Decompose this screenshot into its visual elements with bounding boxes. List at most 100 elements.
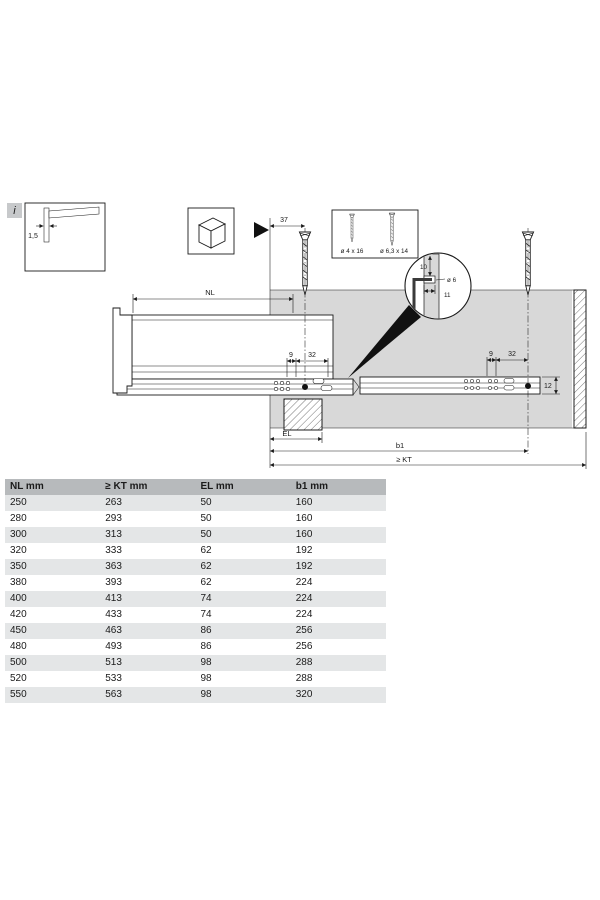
drawer-runner-rail [116, 378, 360, 396]
table-cell: 256 [295, 625, 313, 636]
table-row: 350 363 62 192 [5, 559, 386, 575]
table-row: 400 413 74 224 [5, 591, 386, 607]
dimension-kt: ≥ KT [270, 432, 587, 469]
dim-label-b1: b1 [396, 441, 404, 450]
table-row: 320 333 62 192 [5, 543, 386, 559]
table-cell: 256 [295, 641, 313, 652]
table-cell: 224 [295, 609, 313, 620]
table-cell: 420 [10, 609, 27, 620]
screw-set-box: ø 4 x 16 ø 6,3 x 14 [331, 209, 419, 259]
front-fixing-bracket [112, 307, 133, 394]
table-row: 420 433 74 224 [5, 607, 386, 623]
dim-label-9-front: 9 [289, 352, 293, 359]
table-cell: 224 [295, 593, 313, 604]
dim-label-el: EL [282, 429, 291, 438]
table-cell: 300 [10, 529, 27, 540]
table-row: 250 263 50 160 [5, 495, 386, 511]
table-cell: 480 [10, 641, 27, 652]
table-cell: 563 [105, 689, 122, 700]
col-header-el: EL mm [200, 481, 234, 492]
table-cell: 320 [295, 689, 313, 700]
table-cell: 74 [200, 609, 212, 620]
detail-leader-wedge [348, 305, 421, 378]
table-row: 500 513 98 288 [5, 655, 386, 671]
dimension-el: EL [270, 429, 323, 443]
info-badge-label: i [13, 205, 16, 217]
front-frame-section [283, 398, 323, 431]
table-cell: 520 [10, 673, 27, 684]
screw-small-label: ø 4 x 16 [341, 248, 364, 255]
col-header-b1: b1 mm [295, 481, 328, 492]
col-header-nl: NL mm [10, 481, 44, 492]
table-cell: 493 [105, 641, 122, 652]
dim-label-nl: NL [205, 288, 215, 297]
table-cell: 333 [105, 545, 122, 556]
table-row: 480 493 86 256 [5, 639, 386, 655]
info-badge: i [7, 203, 22, 218]
table-cell: 192 [295, 561, 313, 572]
detail-label-11: 11 [444, 292, 451, 299]
table-cell: 62 [200, 545, 212, 556]
table-cell: 413 [105, 593, 122, 604]
dimension-holes-rear: 9 32 [486, 351, 528, 376]
table-cell: 320 [10, 545, 27, 556]
table-cell: 350 [10, 561, 27, 572]
table-cell: 280 [10, 513, 27, 524]
rear-fixing-hole [525, 383, 531, 389]
table-cell: 263 [105, 497, 122, 508]
table-cell: 160 [295, 513, 313, 524]
table-cell: 250 [10, 497, 27, 508]
table-cell: 98 [200, 657, 212, 668]
dim-label-12: 12 [544, 383, 552, 390]
dim-label-32-rear: 32 [508, 351, 516, 358]
table-row: 450 463 86 256 [5, 623, 386, 639]
direction-arrow-icon [254, 222, 269, 238]
drilling-detail-circle: 10 ø 6 11 [404, 252, 472, 320]
table-cell: 433 [105, 609, 122, 620]
dim-label-37: 37 [280, 217, 288, 224]
dim-label-kt: ≥ KT [396, 455, 412, 464]
table-cell: 393 [105, 577, 122, 588]
table-cell: 62 [200, 561, 212, 572]
table-cell: 192 [295, 545, 313, 556]
table-cell: 363 [105, 561, 122, 572]
back-panel-section [573, 289, 587, 429]
table-cell: 62 [200, 577, 212, 588]
dimension-holes-front: 9 32 [286, 352, 329, 377]
table-cell: 98 [200, 689, 212, 700]
table-cell: 288 [295, 673, 313, 684]
cabinet-rail [359, 376, 541, 395]
dimension-nl: NL [132, 288, 294, 313]
table-cell: 380 [10, 577, 27, 588]
table-cell: 450 [10, 625, 27, 636]
cabinet-3d-icon [187, 207, 235, 255]
table-cell: 463 [105, 625, 122, 636]
table-row: 550 563 98 320 [5, 687, 386, 703]
table-cell: 550 [10, 689, 27, 700]
detail-label-d6: ø 6 [447, 277, 457, 284]
dimension-b1: b1 [270, 441, 528, 453]
col-header-kt: ≥ KT mm [105, 481, 148, 492]
table-cell: 50 [200, 529, 212, 540]
table-cell: 500 [10, 657, 27, 668]
front-gap-detail-box: 1,5 [24, 202, 106, 272]
dimension-37: 37 [270, 217, 305, 228]
table-row: 520 533 98 288 [5, 671, 386, 687]
installation-diagram: i 1,5 [7, 202, 587, 469]
table-cell: 160 [295, 529, 313, 540]
dim-label-thickness: 1,5 [28, 233, 38, 240]
table-cell: 86 [200, 625, 212, 636]
table-cell: 313 [105, 529, 122, 540]
drawer-side-view [131, 314, 334, 380]
table-row: 300 313 50 160 [5, 527, 386, 543]
front-fixing-hole [302, 384, 308, 390]
table-row: 380 393 62 224 [5, 575, 386, 591]
table-cell: 288 [295, 657, 313, 668]
table-row: 280 293 50 160 [5, 511, 386, 527]
screw-large-label: ø 6,3 x 14 [380, 248, 408, 255]
table-cell: 98 [200, 673, 212, 684]
dimension-table: NL mm ≥ KT mm EL mm b1 mm 250 263 50 160… [5, 479, 386, 703]
dim-label-32-front: 32 [308, 352, 316, 359]
detail-label-10: 10 [420, 264, 428, 271]
